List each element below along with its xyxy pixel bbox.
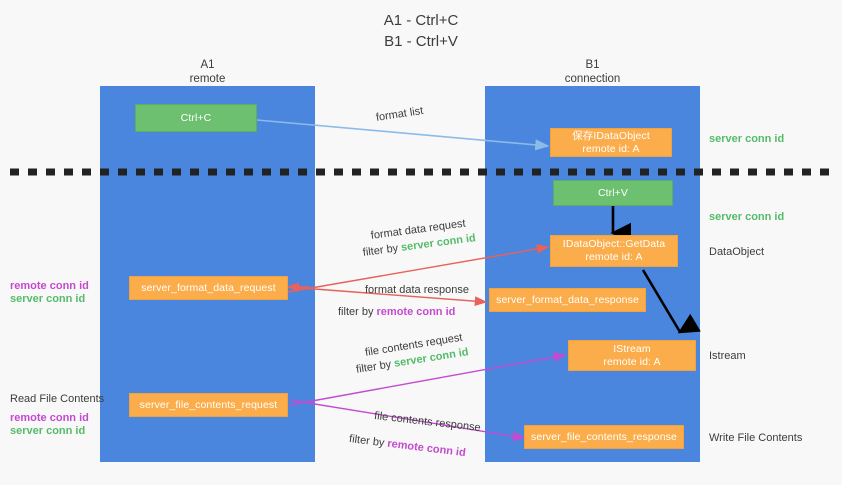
- filter-prefix: filter by: [338, 306, 377, 318]
- label-write-file-contents: Write File Contents: [709, 432, 803, 444]
- filter-value-remote-conn-id: remote conn id: [386, 437, 467, 460]
- label-read-file-contents: Read File Contents: [10, 393, 105, 405]
- edge-label-format-list: format list: [375, 104, 425, 124]
- label-server-conn-id-mid: server conn id: [709, 211, 785, 223]
- label-remote-conn-id-bottom: remote conn id: [10, 412, 89, 424]
- edge-label-file-contents-response-filter: filter by remote conn id: [348, 432, 466, 460]
- label-istream: Istream: [709, 350, 746, 362]
- filter-value-remote-conn-id: remote conn id: [376, 306, 456, 318]
- label-dataobject: DataObject: [709, 246, 765, 258]
- box-server-file-contents-request[interactable]: server_file_contents_request: [129, 393, 288, 417]
- box-istream[interactable]: IStream remote id: A: [568, 340, 696, 371]
- filter-prefix: filter by: [348, 432, 389, 450]
- diagram-title: A1 - Ctrl+C B1 - Ctrl+V: [383, 12, 459, 50]
- box-idataobject-getdata[interactable]: IDataObject::GetData remote id: A: [550, 235, 678, 267]
- box-server-format-data-response[interactable]: server_format_data_response: [489, 288, 646, 312]
- label-remote-conn-id-mid: remote conn id: [10, 280, 89, 292]
- box-ctrl-v[interactable]: Ctrl+V: [553, 180, 673, 206]
- label-server-conn-id-top: server conn id: [709, 133, 785, 145]
- edge-label-file-contents-response: file contents response: [373, 409, 482, 435]
- box-ctrl-c[interactable]: Ctrl+C: [135, 104, 257, 132]
- filter-prefix: filter by: [355, 357, 396, 376]
- box-server-file-contents-response[interactable]: server_file_contents_response: [524, 425, 684, 449]
- filter-prefix: filter by: [362, 241, 402, 259]
- column-header-a1: A1 remote: [189, 59, 226, 85]
- label-server-conn-id-bottom: server conn id: [10, 425, 86, 437]
- box-save-idataobject[interactable]: 保存IDataObject remote id: A: [550, 128, 672, 157]
- column-header-b1: B1 connection: [564, 59, 621, 85]
- edge-label-format-data-response-filter: filter by remote conn id: [338, 305, 455, 319]
- edge-label-format-data-response: format data response: [365, 284, 469, 296]
- box-server-format-data-request[interactable]: server_format_data_request: [129, 276, 288, 300]
- label-server-conn-id-left-mid: server conn id: [10, 293, 86, 305]
